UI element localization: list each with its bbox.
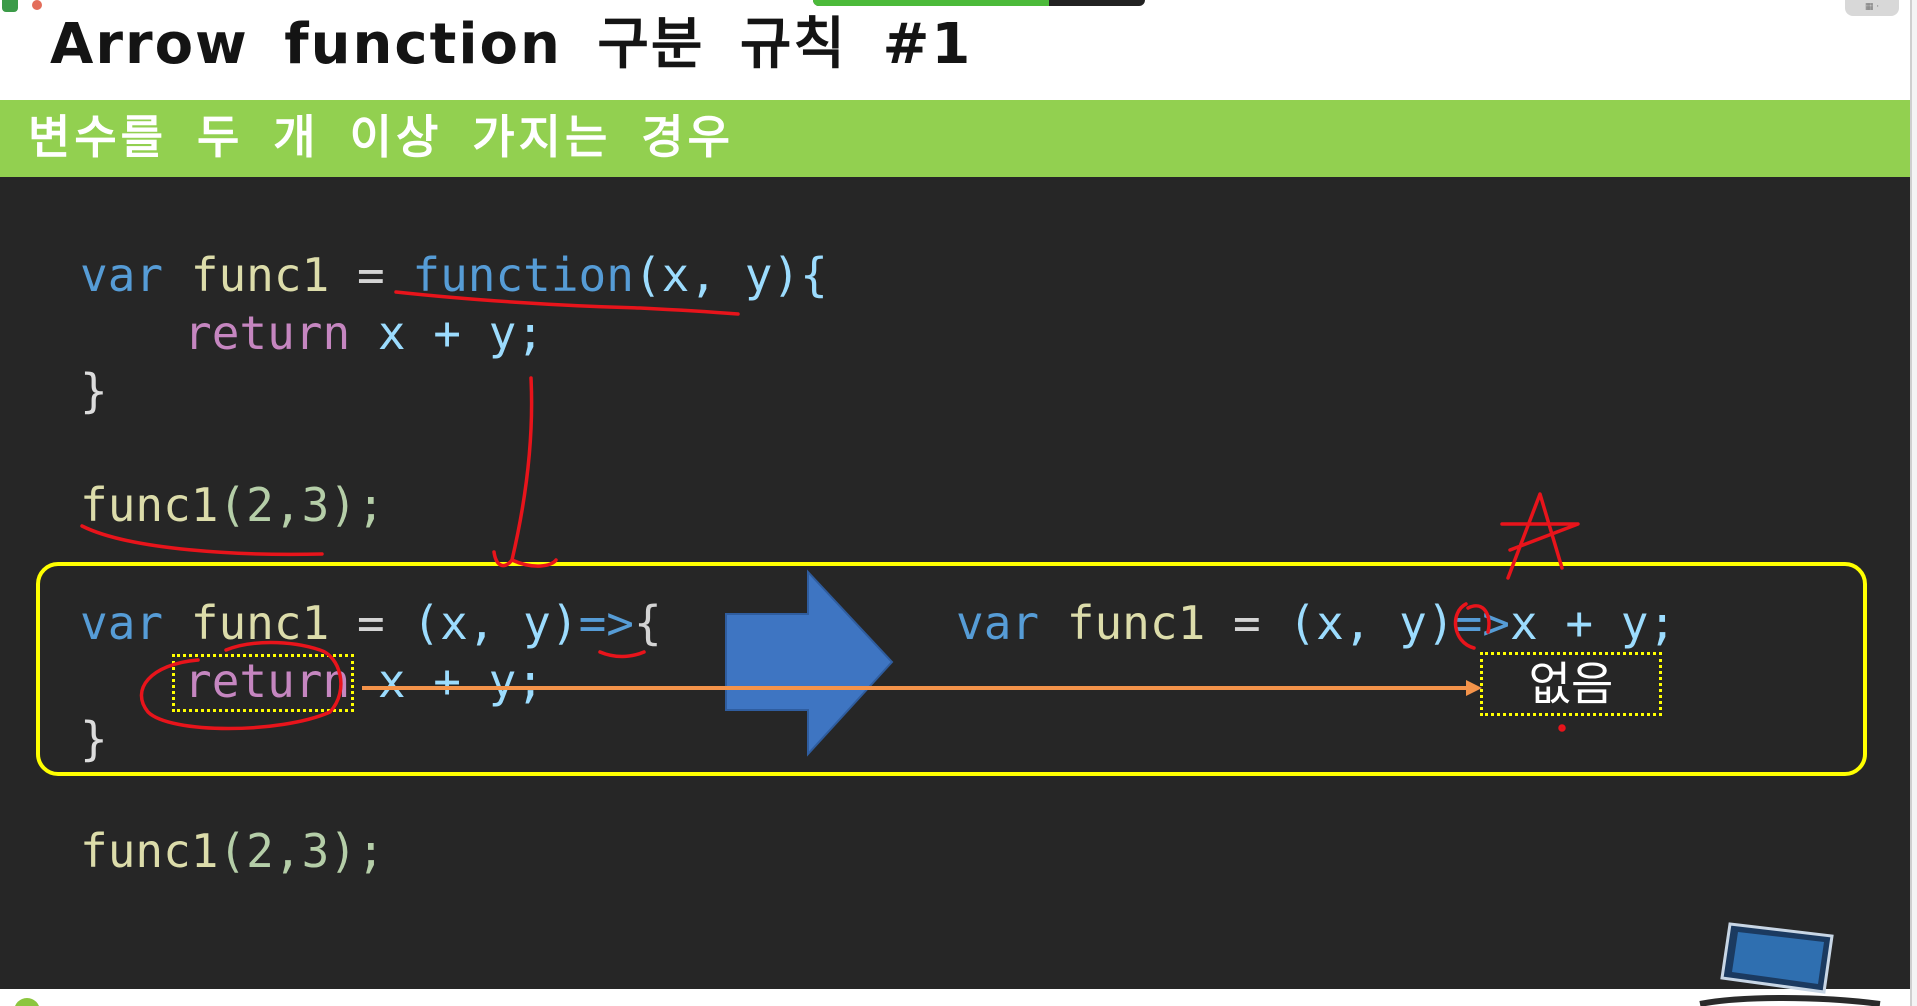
return-circle-ink (139, 640, 343, 731)
code-line-arrow-decl: var func1 = (x, y)=>{ (80, 594, 662, 652)
identifier-func1: func1 (1066, 596, 1206, 650)
view-toggle-tab[interactable]: ▦ · (1845, 0, 1899, 16)
call-args: (2,3); (218, 478, 385, 532)
big-transform-arrow-icon (725, 569, 894, 757)
slide-title: Arrow function 구분 규칙 #1 (50, 12, 973, 77)
brace-underline-ink (598, 650, 646, 659)
window-status-icons (2, 0, 42, 14)
bottom-strip (0, 989, 1910, 1006)
operator-assign: = (1232, 596, 1261, 650)
keyword-var: var (956, 596, 1040, 650)
code-line-arrow-short: var func1 = (x, y)=>x + y; (956, 594, 1676, 652)
keyword-function: function (412, 248, 634, 302)
playback-progress-fill (813, 0, 1049, 6)
code-line-function-decl: var func1 = function(x, y){ (80, 246, 828, 304)
code-line-call-1: func1(2,3); (80, 476, 385, 534)
code-line-arrow-close: } (80, 712, 108, 766)
record-icon (32, 0, 42, 10)
identifier-func1: func1 (190, 596, 330, 650)
return-expression: x + y; (377, 306, 545, 360)
dot-mark-ink (1558, 724, 1566, 732)
params-xy: (x, y) (412, 596, 579, 650)
identifier-func1: func1 (190, 248, 330, 302)
call-args: (2,3); (218, 824, 385, 878)
subtitle-bar: 변수를 두 개 이상 가지는 경우 (0, 100, 1910, 177)
arrow-highlight-box (36, 562, 1867, 776)
code-panel (0, 177, 1910, 989)
return-expression: x + y; (377, 654, 545, 708)
slide-subtitle: 변수를 두 개 이상 가지는 경우 (28, 110, 734, 164)
keyword-var: var (80, 596, 164, 650)
down-arrow-ink (492, 376, 558, 568)
shield-icon (2, 0, 18, 12)
code-line-arrow-return: return x + y; (184, 652, 544, 710)
presenter-status-icon (14, 998, 40, 1006)
connector-arrow-head-icon (1466, 680, 1482, 696)
none-label-box: 없음 (1480, 652, 1662, 716)
arrow-circle-ink (1453, 602, 1491, 650)
red-ink-annotations (80, 290, 1580, 732)
code-line-close-brace: } (80, 364, 108, 418)
keyword-return: return (184, 654, 351, 708)
keyword-var: var (80, 248, 164, 302)
operator-assign: = (356, 596, 385, 650)
call-name: func1 (80, 824, 219, 878)
short-expression: x + y; (1509, 596, 1677, 650)
playback-progress-bar[interactable] (813, 0, 1145, 6)
code-line-return: return x + y; (184, 304, 544, 362)
star-ink-icon (1500, 492, 1580, 580)
arrow-operator: => (578, 596, 634, 650)
underline-call-ink (80, 524, 324, 557)
keyword-return: return (184, 306, 351, 360)
params-xy: (x, y) (1288, 596, 1455, 650)
call-name: func1 (80, 478, 219, 532)
open-brace: { (633, 596, 662, 650)
presenter-monitor-icon (1699, 922, 1881, 1006)
operator-assign: = (356, 248, 385, 302)
window-right-edge (1910, 0, 1917, 1006)
return-dotted-box (172, 654, 354, 712)
code-line-call-2: func1(2,3); (80, 822, 385, 880)
underline-function-ink (394, 290, 740, 316)
params-xy: (x, y){ (633, 248, 828, 302)
